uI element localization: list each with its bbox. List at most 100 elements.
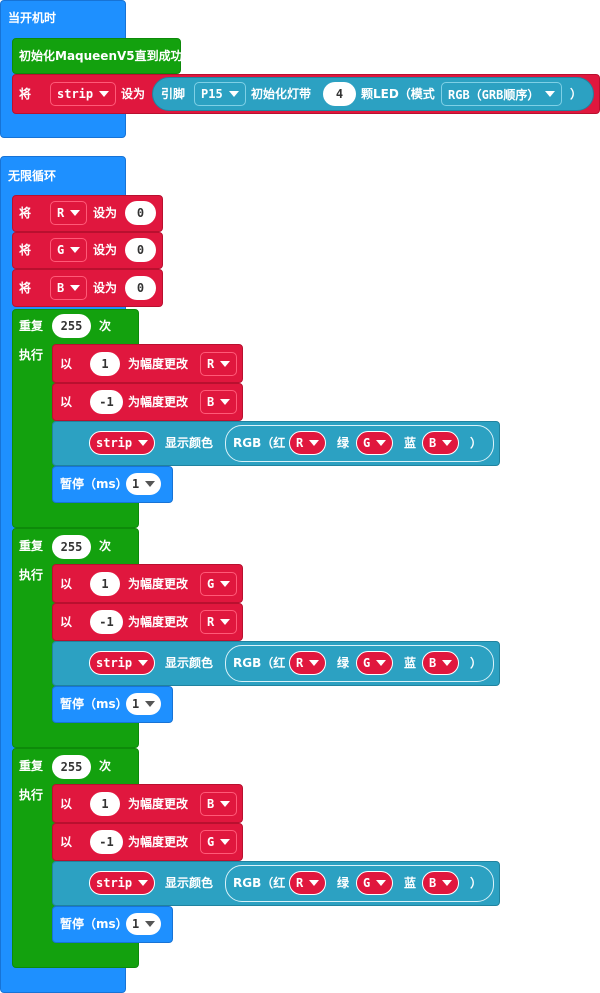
red-variable[interactable]: R bbox=[289, 871, 327, 895]
rgb-reporter[interactable] bbox=[225, 865, 494, 902]
chevron-down-icon bbox=[138, 440, 149, 446]
blue-variable[interactable]: B bbox=[422, 871, 460, 895]
chevron-down-icon bbox=[376, 440, 387, 446]
strip-variable-dropdown[interactable]: strip bbox=[89, 431, 156, 455]
chevron-down-icon bbox=[145, 921, 156, 927]
variable-value: G bbox=[363, 436, 371, 450]
green-variable[interactable]: G bbox=[356, 431, 394, 455]
pause-block[interactable] bbox=[52, 906, 173, 943]
rgb-reporter[interactable] bbox=[225, 425, 494, 462]
variable-value: B bbox=[429, 436, 437, 450]
strip-variable-dropdown[interactable]: strip bbox=[89, 871, 156, 895]
variable-dropdown[interactable]: B bbox=[50, 276, 88, 300]
variable-dropdown[interactable]: G bbox=[200, 572, 238, 596]
change-amount-input[interactable]: -1 bbox=[90, 610, 123, 634]
variable-value: G bbox=[207, 835, 215, 849]
show-color-label: 显示颜色 bbox=[165, 436, 214, 450]
times-label: 次 bbox=[99, 759, 112, 773]
change-label: 为幅度更改 bbox=[128, 835, 189, 849]
value-input[interactable]: 0 bbox=[125, 238, 156, 262]
variable-dropdown[interactable]: R bbox=[200, 610, 238, 634]
green-variable[interactable]: G bbox=[356, 871, 394, 895]
chevron-down-icon bbox=[220, 581, 231, 587]
strip-variable-value: strip bbox=[57, 87, 94, 101]
variable-dropdown[interactable]: G bbox=[50, 238, 88, 262]
chevron-down-icon bbox=[70, 285, 81, 291]
red-variable[interactable]: R bbox=[289, 431, 327, 455]
variable-dropdown[interactable]: R bbox=[50, 201, 88, 225]
strip-variable-dropdown[interactable]: strip bbox=[89, 651, 156, 675]
green-label: 绿 bbox=[337, 876, 350, 890]
chevron-down-icon bbox=[220, 399, 231, 405]
change-amount-input[interactable]: -1 bbox=[90, 390, 123, 414]
set-word: 将 bbox=[19, 206, 32, 220]
chevron-down-icon bbox=[220, 839, 231, 845]
repeat-count-input[interactable]: 255 bbox=[52, 755, 91, 779]
set-word: 将 bbox=[19, 281, 32, 295]
change-amount-input[interactable]: 1 bbox=[90, 352, 120, 376]
chevron-down-icon bbox=[442, 440, 453, 446]
chevron-down-icon bbox=[309, 660, 320, 666]
variable-value: R bbox=[207, 357, 215, 371]
rgb-reporter[interactable] bbox=[225, 645, 494, 682]
chevron-down-icon bbox=[145, 481, 156, 487]
chevron-down-icon bbox=[70, 210, 81, 216]
change-label: 为幅度更改 bbox=[128, 615, 189, 629]
change-amount-input[interactable]: 1 bbox=[90, 572, 120, 596]
variable-value: G bbox=[363, 876, 371, 890]
pause-ms-dropdown[interactable]: 1 bbox=[126, 473, 162, 495]
blue-variable[interactable]: B bbox=[422, 651, 460, 675]
change-block[interactable] bbox=[52, 344, 243, 383]
strip-variable-value: strip bbox=[96, 656, 133, 670]
green-label: 绿 bbox=[337, 656, 350, 670]
variable-value: R bbox=[207, 615, 215, 629]
chevron-down-icon bbox=[138, 660, 149, 666]
set-to-label: 设为 bbox=[93, 206, 118, 220]
change-amount-input[interactable]: 1 bbox=[90, 792, 120, 816]
variable-value: G bbox=[363, 656, 371, 670]
pause-ms-dropdown[interactable]: 1 bbox=[126, 913, 162, 935]
variable-dropdown[interactable]: R bbox=[200, 352, 238, 376]
show-color-label: 显示颜色 bbox=[165, 656, 214, 670]
variable-dropdown[interactable]: B bbox=[200, 792, 238, 816]
close-paren: ） bbox=[570, 87, 583, 101]
repeat-count-input[interactable]: 255 bbox=[52, 535, 91, 559]
pause-ms-value: 1 bbox=[132, 477, 140, 491]
by-label: 以 bbox=[60, 615, 73, 629]
value-input[interactable]: 0 bbox=[125, 276, 156, 300]
pause-label: 暂停（ms） bbox=[60, 477, 128, 491]
chevron-down-icon bbox=[220, 361, 231, 367]
value-input[interactable]: 0 bbox=[125, 201, 156, 225]
chevron-down-icon bbox=[545, 91, 556, 97]
variable-value: G bbox=[207, 577, 215, 591]
chevron-down-icon bbox=[309, 880, 320, 886]
variable-dropdown[interactable]: B bbox=[200, 390, 238, 414]
green-variable[interactable]: G bbox=[356, 651, 394, 675]
rgb-order-value: RGB（GRB顺序） bbox=[448, 87, 540, 102]
blue-label: 蓝 bbox=[404, 656, 417, 670]
init-maqueen-block[interactable] bbox=[12, 38, 181, 74]
rgb-open-label: RGB（红 bbox=[233, 436, 286, 450]
repeat-count-input[interactable]: 255 bbox=[52, 314, 91, 338]
pin-dropdown[interactable]: P15 bbox=[194, 82, 246, 106]
pin-value: P15 bbox=[201, 87, 223, 101]
blue-variable[interactable]: B bbox=[422, 431, 460, 455]
red-variable[interactable]: R bbox=[289, 651, 327, 675]
rgb-order-dropdown[interactable]: RGB（GRB顺序） bbox=[441, 82, 563, 106]
pause-ms-dropdown[interactable]: 1 bbox=[126, 693, 162, 715]
close-paren: ） bbox=[470, 656, 483, 670]
strip-variable-dropdown[interactable]: strip bbox=[50, 82, 117, 106]
variable-value: B bbox=[207, 797, 215, 811]
set-to-label: 设为 bbox=[93, 243, 118, 257]
variable-value: R bbox=[296, 876, 304, 890]
change-amount-input[interactable]: -1 bbox=[90, 830, 123, 854]
variable-value: B bbox=[57, 281, 65, 295]
blue-label: 蓝 bbox=[404, 876, 417, 890]
variable-dropdown[interactable]: G bbox=[200, 830, 238, 854]
variable-value: B bbox=[429, 656, 437, 670]
variable-value: R bbox=[296, 436, 304, 450]
chevron-down-icon bbox=[145, 701, 156, 707]
close-paren: ） bbox=[470, 876, 483, 890]
times-label: 次 bbox=[99, 539, 112, 553]
led-count-input[interactable]: 4 bbox=[323, 82, 356, 106]
